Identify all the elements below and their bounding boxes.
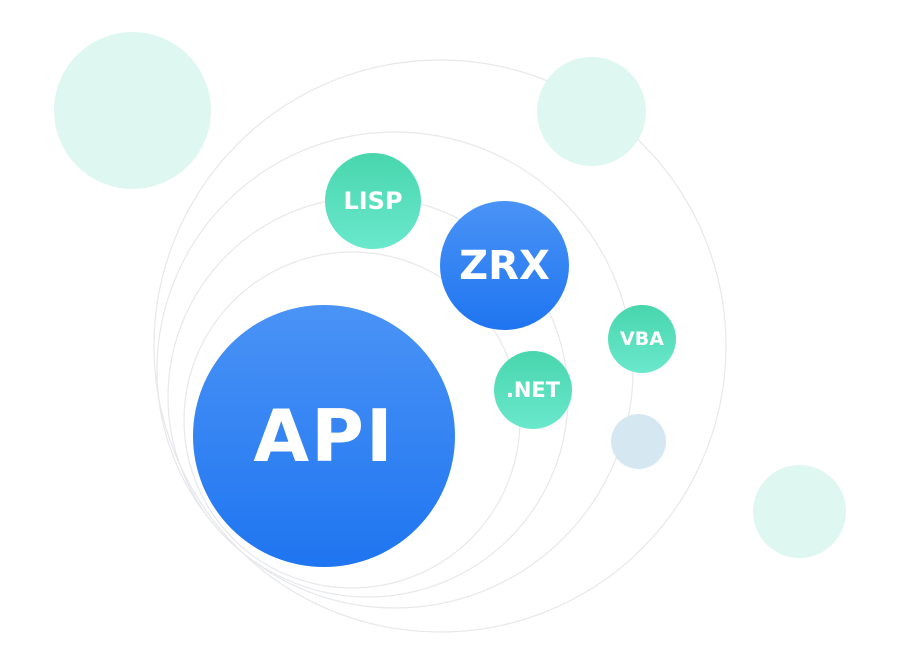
bubble-lisp-label: LISP [343,187,403,215]
bubble-vba: VBA [608,305,676,373]
orbit-ring-outer [153,59,727,633]
bubble-vba-label: VBA [620,328,664,350]
bubble-zrx-label: ZRX [459,242,550,289]
bubble-net-label: .NET [505,378,561,402]
decorative-circle-small-blue [611,414,666,469]
bubble-zrx: ZRX [440,201,569,330]
bubble-lisp: LISP [325,153,421,249]
bubble-api-label: API [253,394,395,478]
bubble-api: API [193,305,455,567]
decorative-circle-bottom-right [753,465,846,558]
decorative-circle-top-right [537,57,646,166]
decorative-circle-large [54,32,211,189]
bubble-net: .NET [494,351,572,429]
